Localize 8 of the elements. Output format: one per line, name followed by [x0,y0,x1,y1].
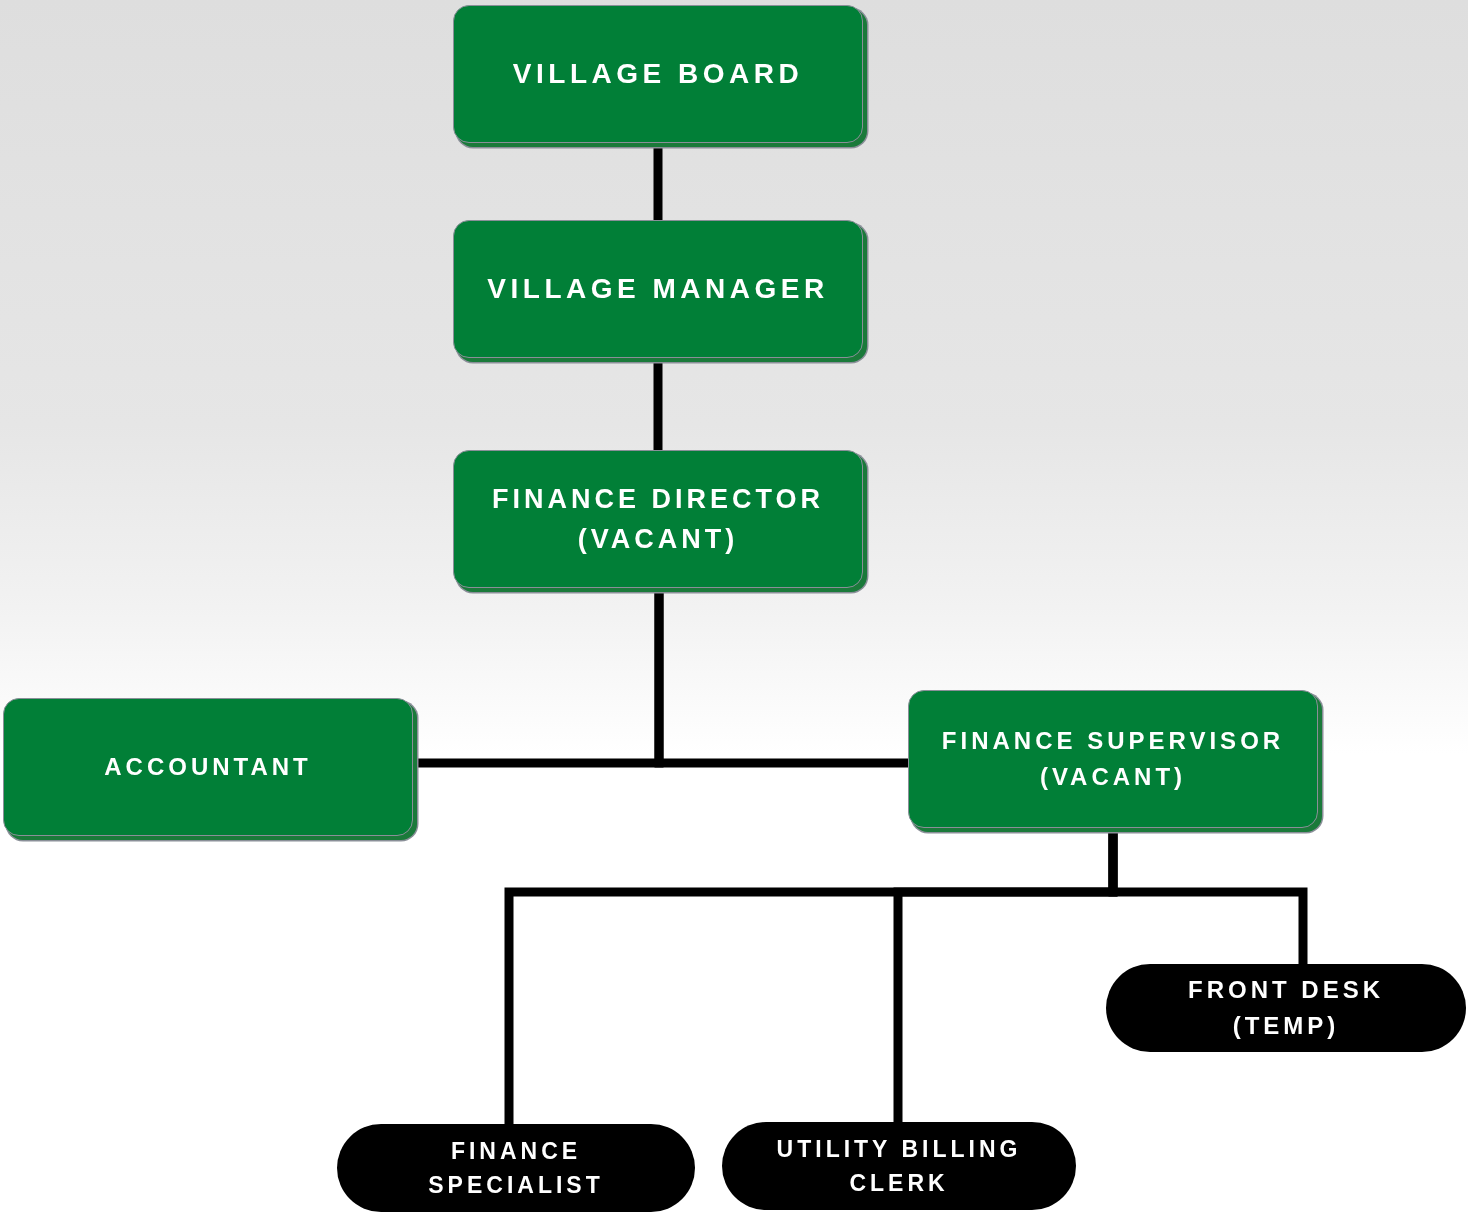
role-title: FINANCE SUPERVISOR (VACANT) [940,726,1286,792]
role-title: VILLAGE MANAGER [487,272,829,306]
role-title: FRONT DESK (TEMP) [1187,975,1385,1041]
role-title: ACCOUNTANT [104,752,312,782]
role-title: FINANCE DIRECTOR (VACANT) [491,482,825,556]
role-title: UTILITY BILLING CLERK [775,1134,1023,1198]
role-title: VILLAGE BOARD [512,57,804,91]
role-title: FINANCE SPECIALIST [427,1136,605,1200]
